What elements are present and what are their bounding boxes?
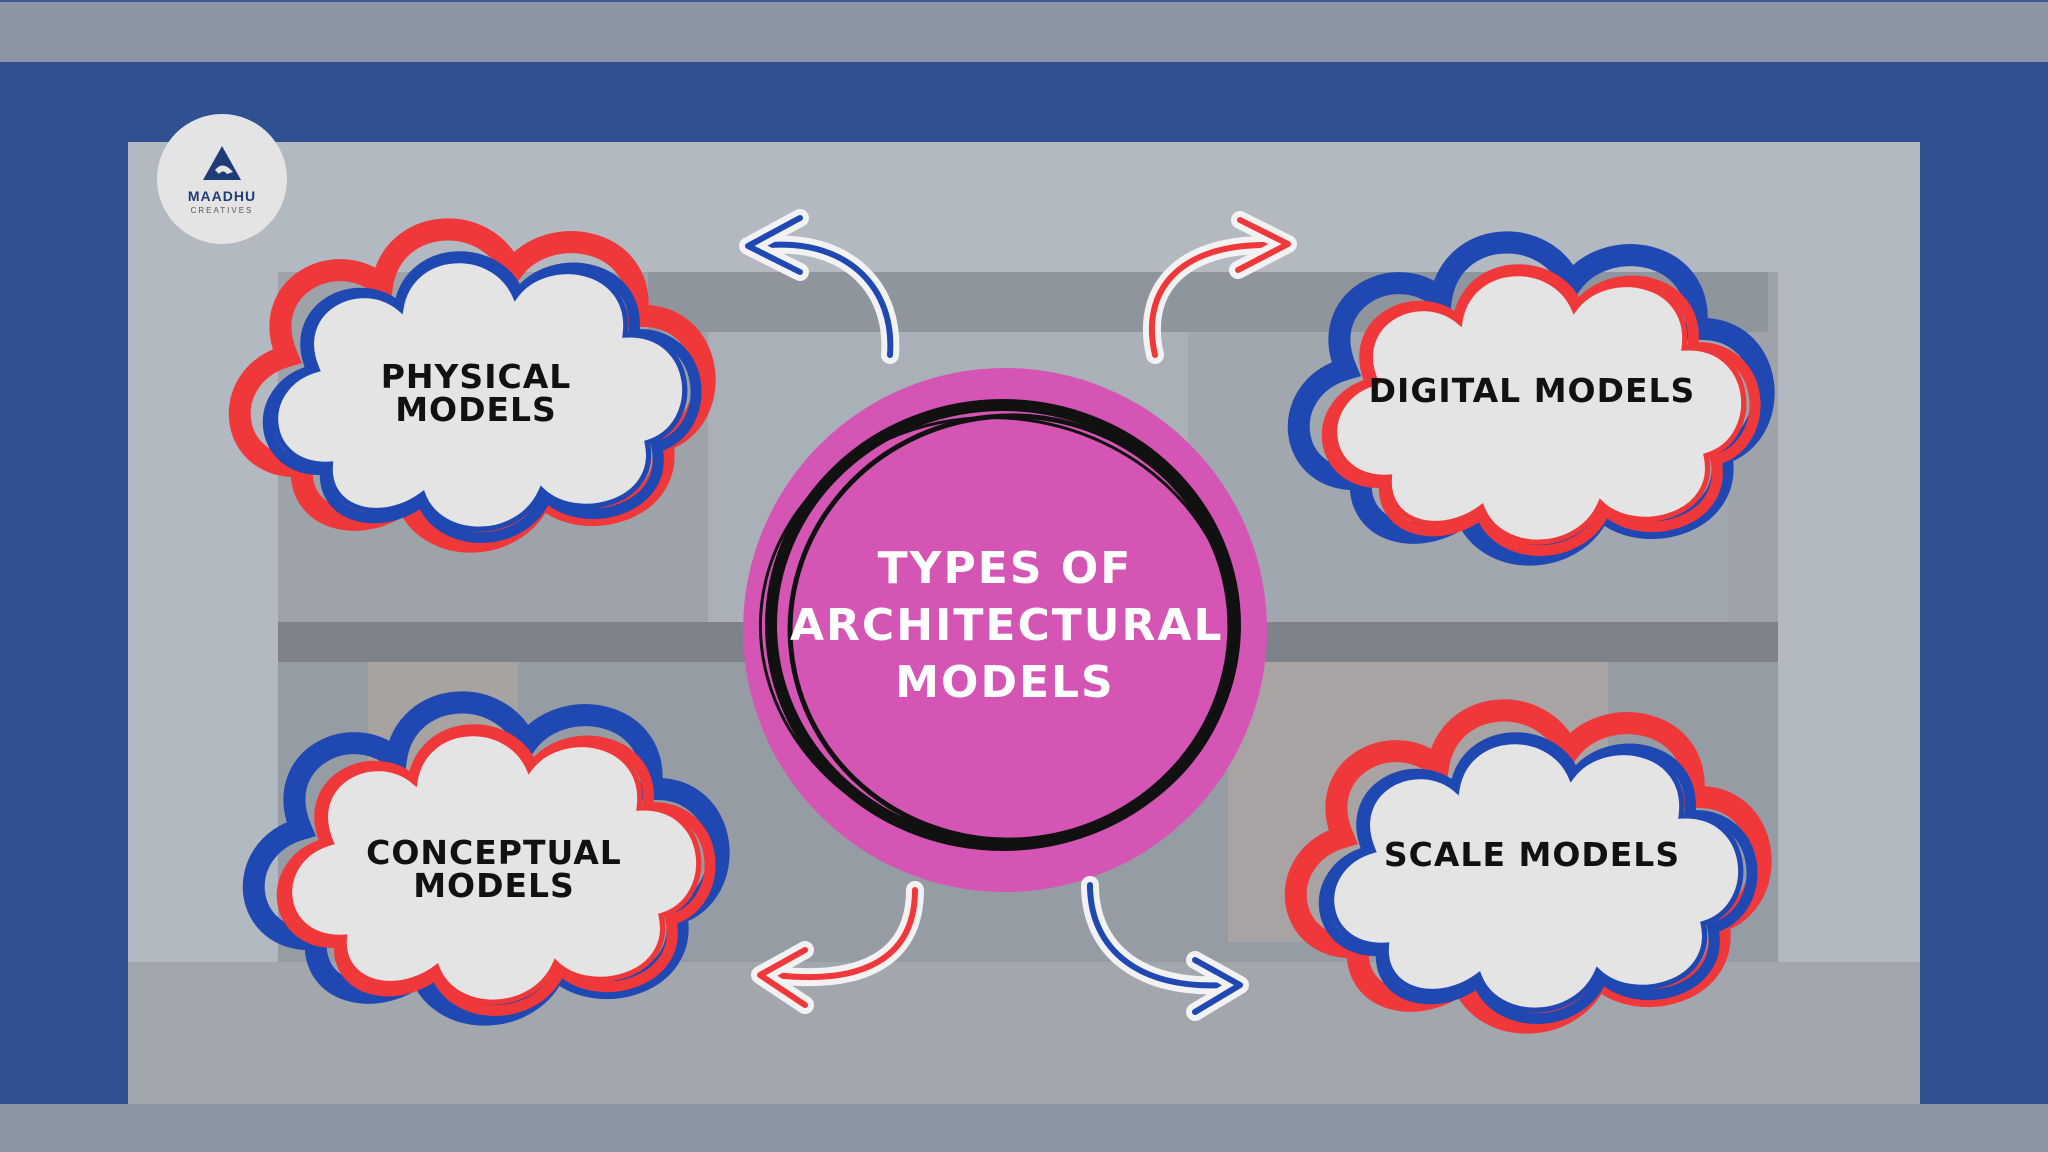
top-bar [0,0,2048,62]
arrow-to-digital-icon [1142,211,1297,364]
arrow-to-conceptual-icon [751,881,924,1014]
arrow-to-scale-icon [1081,876,1249,1021]
bottom-bar [0,1104,2048,1152]
logo-name: MAADHU [187,188,257,204]
physical-models-label: Physical Models [380,357,572,429]
center-circle [743,368,1267,892]
logo-subtitle: CREATIVES [190,206,254,215]
digital-models-label: Digital Models [1368,371,1696,410]
center-title: Types of Architectural Models [790,543,1224,708]
arrow-to-physical-icon [739,209,900,364]
logo-triangle-icon [203,146,241,180]
conceptual-models-label: Conceptual Models [366,833,622,905]
scale-models-label: Scale Models [1383,835,1681,874]
maadhu-logo: MAADHU CREATIVES [157,114,287,244]
